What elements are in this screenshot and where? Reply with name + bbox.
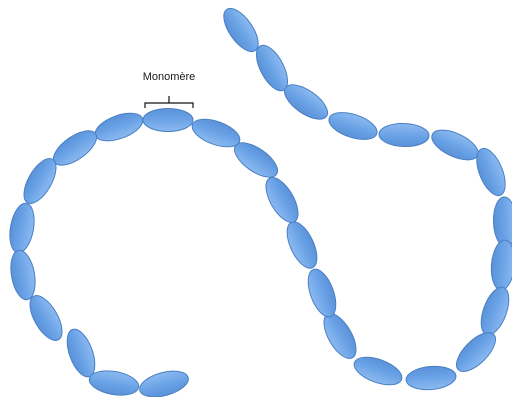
monomer-bead bbox=[379, 123, 430, 148]
monomer-bead bbox=[143, 109, 193, 132]
monomer-bead bbox=[6, 201, 37, 254]
monomer-bead bbox=[318, 309, 363, 364]
monomer-bead bbox=[493, 197, 512, 248]
monomer-bead bbox=[351, 352, 406, 391]
monomer-bead bbox=[87, 367, 140, 397]
monomer-label: Monomère bbox=[143, 71, 196, 83]
monomer-bead bbox=[476, 284, 512, 339]
monomer-bead bbox=[405, 364, 457, 391]
monomer-bead bbox=[427, 124, 482, 166]
monomer-bracket bbox=[145, 96, 193, 108]
monomer-bead bbox=[303, 266, 342, 321]
monomer-bead bbox=[326, 107, 381, 144]
monomer-bead bbox=[62, 326, 101, 381]
monomer-bead bbox=[92, 108, 147, 147]
monomer-bead bbox=[260, 173, 305, 228]
monomer-bead bbox=[137, 366, 191, 397]
monomer-bead bbox=[281, 217, 323, 272]
monomer-chain bbox=[6, 3, 512, 397]
monomer-bead bbox=[450, 326, 502, 378]
monomer-bead bbox=[7, 248, 38, 301]
monomer-bead bbox=[489, 239, 512, 291]
